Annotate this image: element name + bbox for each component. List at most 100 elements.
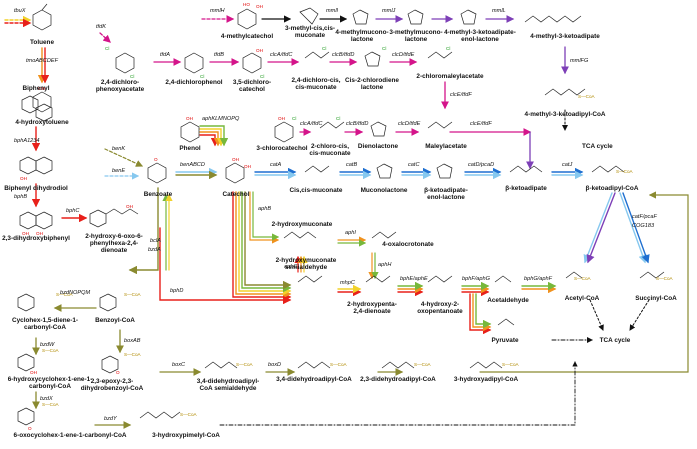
- svg-text:S—CoA: S—CoA: [578, 94, 596, 99]
- compound-labels: Toluene4-hydroxytoluene4-methylcatechol3…: [2, 25, 677, 439]
- arrow-aphB-g: [252, 191, 280, 241]
- arrow-benK: [104, 148, 144, 167]
- dcp-ring: [184, 52, 204, 74]
- compound-label-ccmuconate: Cis,cis-muconate: [290, 187, 343, 194]
- compound-label-hms: semialdehyde: [285, 264, 328, 271]
- arrow-aphB-r: [249, 191, 280, 244]
- compound-label-acetylcoa: Acetyl-CoA: [565, 295, 600, 302]
- compound-label-acetaldehyde: Acetaldehyde: [487, 297, 529, 304]
- enzyme-label-bzdNOPQM: bzdNOPQM: [60, 290, 90, 296]
- compound-label-methylmucono4: lactone: [351, 36, 374, 43]
- enzyme-label-clcBtfdD2: clcB/tfdD: [346, 121, 368, 127]
- arrow-meta-g: [241, 191, 292, 293]
- enzyme-label-bphEaphE: bphE/aphE: [400, 276, 428, 282]
- compound-label-dhbiphenyl: 2,3-dihydroxybiphenyl: [2, 235, 70, 242]
- arrow-aph-g: [199, 125, 229, 147]
- compound-label-didehydroadipylsemi: CoA semialdehyde: [200, 385, 257, 392]
- arrow-pyr-g: [475, 293, 492, 329]
- svg-text:Cl: Cl: [130, 74, 134, 79]
- enzyme-label-bphGaphF: bphG/aphF: [524, 276, 553, 282]
- compound-label-cyclohexdiene: Cyclohex-1,5-diene-1-: [12, 317, 78, 324]
- svg-text:O: O: [154, 157, 158, 162]
- enzyme-label-bzdW: bzdW: [40, 342, 55, 348]
- svg-text:Cl: Cl: [322, 46, 326, 51]
- arrows: [4, 15, 689, 429]
- compound-label-dcp: 2,4-dichlorophenol: [165, 79, 222, 86]
- acetaldehyde-chain: [494, 275, 512, 283]
- enzyme-label-tmoABCDEF: tmoABCDEF: [26, 58, 59, 64]
- enzyme-label-mhpC: mhpC: [340, 280, 356, 286]
- svg-text:Cl: Cl: [105, 46, 109, 51]
- compound-label-bketoenol: enol-lactone: [427, 194, 465, 201]
- svg-text:OH: OH: [36, 231, 43, 236]
- compound-label-epoxy: dihydrobenzoyl-CoA: [81, 385, 144, 392]
- compound-label-benzoylcoa: Benzoyl-CoA: [95, 317, 135, 324]
- enzyme-label-bphFaphG: bphF/aphG: [462, 276, 491, 282]
- enzyme-label-aphC: aphC: [284, 264, 298, 270]
- hydroxypimelyl-chain: [139, 411, 181, 419]
- cmuconate-chain: [319, 121, 345, 129]
- svg-text:S—CoA: S—CoA: [124, 352, 142, 357]
- arrow-meta-y: [238, 191, 292, 296]
- svg-text:S—CoA: S—CoA: [56, 292, 74, 297]
- compound-label-cyclohexdiene: carbonyl-CoA: [24, 324, 66, 331]
- compound-label-dcmuconate: cis-muconate: [295, 84, 337, 91]
- svg-text:OH: OH: [278, 116, 285, 121]
- methylmucono4-ring: [352, 9, 369, 25]
- compound-label-methylmucono3: lactone: [405, 36, 428, 43]
- biphenyl-ring-b: [35, 103, 53, 122]
- ccatechol-ring: [274, 121, 294, 143]
- compound-label-dccatechol: 3,5-dichloro-: [233, 79, 271, 86]
- enzyme-label-clcEtfdF: clcE/tfdF: [450, 92, 472, 98]
- svg-text:O: O: [116, 370, 120, 375]
- didehydroadipyl23-chain: [381, 361, 415, 369]
- arrow-catF-a1: [583, 192, 613, 264]
- enzyme-label-aphB: aphB: [258, 206, 271, 212]
- enzyme-label-tbuX: tbuX: [14, 8, 26, 14]
- toluene-ring: [32, 9, 52, 31]
- compound-label-didehydroadipyl23: 2,3-didehydroadipyl-CoA: [360, 376, 436, 383]
- svg-text:OH: OH: [38, 86, 45, 91]
- bketoadipate-chain: [509, 165, 543, 173]
- arrow-tca-a: [589, 299, 604, 331]
- svg-text:OH: OH: [186, 116, 193, 121]
- enzyme-label-bzdX: bzdX: [40, 396, 53, 402]
- enzyme-label-aphKLMNOPQ: aphKLMNOPQ: [202, 116, 240, 122]
- compound-label-methylketoenol: enol-lactone: [461, 36, 499, 43]
- compound-label-hydroxycyclohex: 6-hydroxycyclohex-1-ene-1-: [8, 376, 93, 383]
- enzyme-label-tfdA: tfdA: [160, 52, 170, 58]
- compound-label-hopda: 2-hydroxy-6-oxo-6-: [85, 233, 143, 240]
- benzoylcoa-ring: [99, 293, 117, 312]
- atom-labels: OH HO OH Cl Cl Cl Cl OH Cl Cl Cl OH OH C…: [20, 2, 674, 431]
- enzyme-label-benABCD: benABCD: [180, 162, 205, 168]
- svg-text:S—CoA: S—CoA: [236, 362, 254, 367]
- svg-text:Cl: Cl: [336, 116, 340, 121]
- compound-label-hop: 4-hydroxy-2-: [421, 301, 459, 308]
- compound-label-hpd: 2-hydroxypenta-: [347, 301, 397, 308]
- svg-text:OH: OH: [30, 370, 37, 375]
- enzyme-label-mmlJ: mmlJ: [382, 8, 396, 14]
- hpd-chain: [365, 275, 391, 283]
- enzyme-label-aphI: aphI: [345, 230, 356, 236]
- methylcatechol-ring: [237, 8, 257, 30]
- enzyme-label-clcDtfdE2: clcD/tfdE: [398, 121, 421, 127]
- compound-label-pyruvate: Pyruvate: [492, 337, 519, 344]
- compound-label-hpd: 2,4-dienoate: [353, 308, 391, 315]
- svg-text:S—CoA: S—CoA: [42, 402, 60, 407]
- enzyme-label-boxC: boxC: [172, 362, 186, 368]
- cdlactone-ring: [364, 51, 381, 67]
- svg-text:Cl: Cl: [200, 74, 204, 79]
- enzyme-label-bzdY: bzdY: [104, 416, 118, 422]
- enzyme-label-boxD: boxD: [268, 362, 281, 368]
- compound-label-bketoenol: β-ketoadipate-: [424, 187, 468, 194]
- svg-text:Cl: Cl: [292, 116, 296, 121]
- enzyme-label-clcDtfdE: clcD/tfdE: [392, 52, 415, 58]
- compound-label-bketoadipylcoa: β-ketoadipyl-CoA: [586, 185, 639, 192]
- enzyme-label-clcAtfdC2: clcA/tfdC: [300, 121, 323, 127]
- dienelactone-ring: [370, 121, 387, 137]
- svg-text:S—CoA: S—CoA: [502, 362, 520, 367]
- compound-label-dienelactone: Dienolactone: [358, 143, 399, 150]
- compound-label-methylmuconate: 3-methyl-cis,cis-: [285, 25, 335, 32]
- methylmuconate-chain: [299, 7, 319, 25]
- svg-text:OH: OH: [20, 176, 27, 181]
